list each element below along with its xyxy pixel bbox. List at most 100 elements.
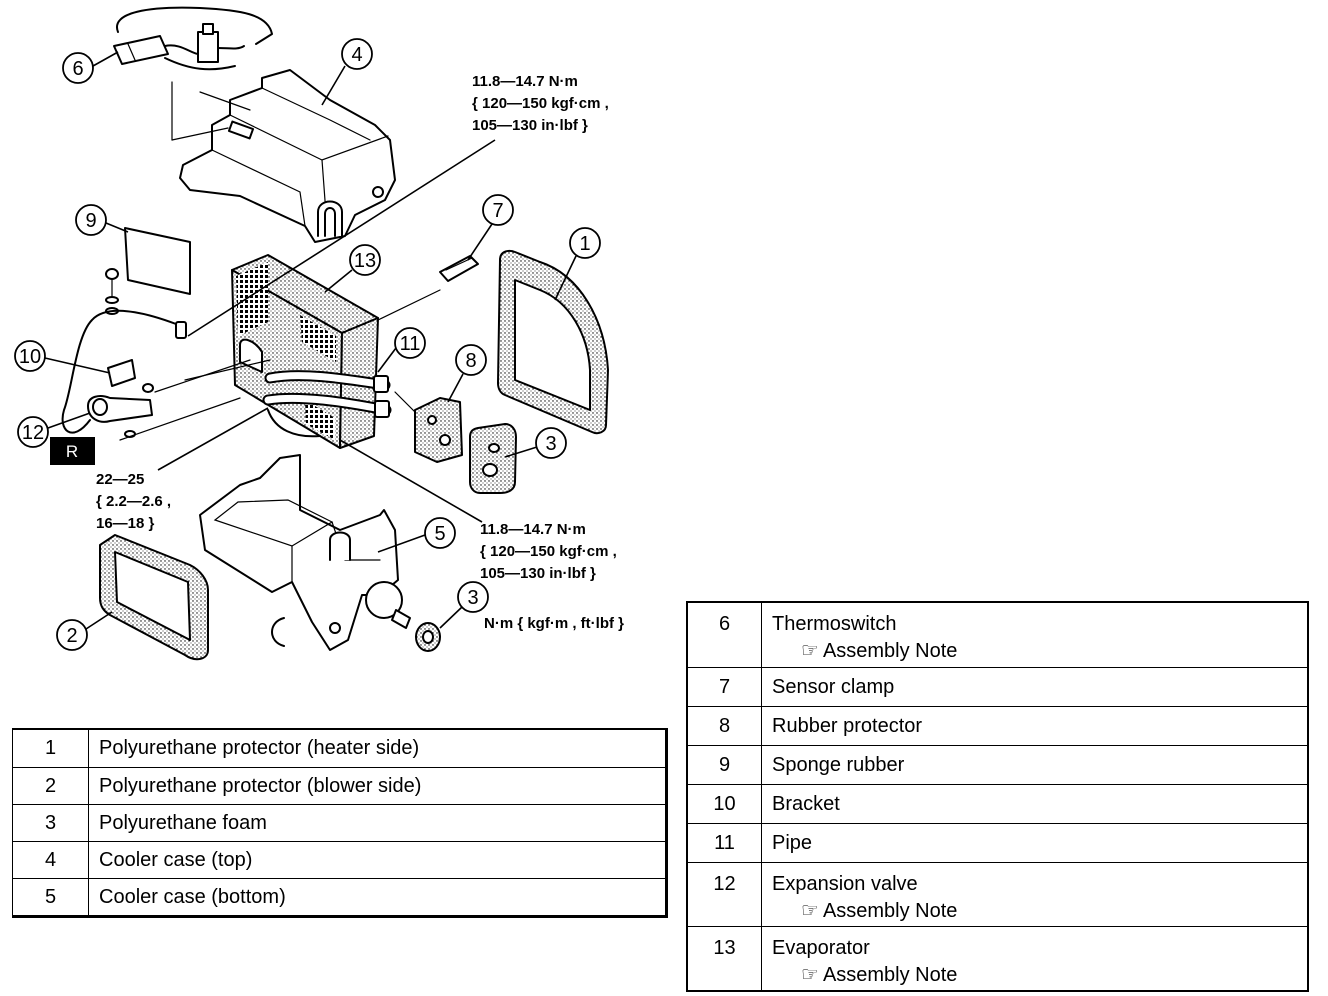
table-row: 12 Expansion valve Assembly Note — [688, 862, 1307, 926]
callout-number: 7 — [492, 200, 503, 222]
cooler-case-bottom-part — [199, 454, 399, 651]
callout-number: 5 — [434, 523, 445, 545]
spec-line: 11.8—14.7 N·m — [472, 73, 578, 90]
part-name: Pipe — [772, 832, 813, 854]
callout-circle — [75, 204, 107, 236]
callout-7: 7 — [482, 194, 514, 226]
spec-line: 22—25 — [96, 471, 144, 488]
callout-circle — [535, 427, 567, 459]
callout-circle — [56, 619, 88, 651]
pointing-hand-icon — [801, 900, 823, 922]
clip-part — [271, 617, 285, 647]
part-number: 10 — [688, 785, 762, 823]
callout-3-lower: 3 — [457, 581, 489, 613]
callout-number: 3 — [545, 433, 556, 455]
callout-number: 6 — [72, 58, 83, 80]
part-name: Expansion valve — [772, 873, 918, 895]
spec-line: { 2.2—2.6 , — [96, 493, 171, 510]
spec-line: 105—130 in·lbf } — [480, 565, 596, 582]
protector-heater-side-part — [497, 250, 609, 435]
callout-circle — [349, 244, 381, 276]
callout-2: 2 — [56, 619, 88, 651]
bracket-part — [107, 359, 136, 387]
part-cell: Evaporator Assembly Note — [762, 927, 1307, 990]
callout-number: 9 — [85, 210, 96, 232]
callout-circle — [424, 517, 456, 549]
callout-4: 4 — [341, 38, 373, 70]
blower-adapter-part — [365, 581, 411, 629]
part-name: Cooler case (bottom) — [99, 886, 286, 908]
callout-circle — [455, 344, 487, 376]
spec-line: 11.8—14.7 N·m — [480, 521, 586, 538]
callout-circle — [569, 227, 601, 259]
badge-label: R — [66, 442, 78, 461]
part-number: 2 — [13, 768, 89, 804]
assembly-note-link: Assembly Note — [772, 961, 1307, 988]
callout-3-upper: 3 — [535, 427, 567, 459]
evaporator-part — [231, 254, 379, 449]
callout-13: 13 — [349, 244, 381, 276]
spec-line: 16—18 } — [96, 515, 155, 532]
thermoswitch-part — [113, 6, 273, 71]
callout-number: 10 — [19, 346, 41, 368]
callout-number: 13 — [354, 250, 376, 272]
callout-number: 3 — [467, 587, 478, 609]
unit-legend: N·m { kgf·m , ft·lbf } — [484, 615, 624, 632]
callout-5: 5 — [424, 517, 456, 549]
callout-12: 12 — [17, 416, 49, 448]
torque-spec-top: 11.8—14.7 N·m { 120—150 kgf·cm , 105—130… — [472, 73, 609, 134]
part-name: Rubber protector — [772, 715, 923, 737]
callout-circle — [482, 194, 514, 226]
protector-blower-side-part — [99, 534, 209, 661]
replace-badge: R — [50, 437, 95, 465]
pipe-part — [262, 370, 392, 438]
callout-circle — [62, 52, 94, 84]
part-number: 1 — [13, 730, 89, 767]
callout-number: 8 — [465, 350, 476, 372]
part-number: 9 — [688, 746, 762, 784]
part-cell: Thermoswitch Assembly Note — [762, 603, 1307, 667]
callout-10: 10 — [14, 340, 46, 372]
callout-circle — [341, 38, 373, 70]
callout-circle — [14, 340, 46, 372]
rubber-protector-part — [414, 397, 463, 463]
pointing-hand-icon — [801, 964, 823, 986]
part-number: 6 — [688, 603, 762, 667]
spec-line: { 120—150 kgf·cm , — [472, 95, 609, 112]
sensor-clamp-part — [439, 255, 479, 282]
spec-line: 105—130 in·lbf } — [472, 117, 588, 134]
badge-box — [50, 437, 95, 465]
table-row: 13 Evaporator Assembly Note — [688, 926, 1307, 990]
part-number: 3 — [13, 805, 89, 841]
callout-1: 1 — [569, 227, 601, 259]
callout-11: 11 — [394, 327, 426, 359]
part-name: Cooler case (top) — [99, 849, 253, 871]
callout-circle — [457, 581, 489, 613]
callout-number: 4 — [351, 44, 362, 66]
callout-circle — [394, 327, 426, 359]
table-row: 6 Thermoswitch Assembly Note — [688, 603, 1307, 667]
part-cell: Expansion valve Assembly Note — [762, 863, 1307, 926]
cooler-case-top-part — [171, 69, 396, 243]
callout-circle — [17, 416, 49, 448]
part-name: Sensor clamp — [772, 676, 895, 698]
note-label: Assembly Note — [822, 900, 958, 922]
callout-9: 9 — [75, 204, 107, 236]
note-label: Assembly Note — [822, 964, 958, 986]
exploded-view-diagram: 6 4 9 7 1 13 10 11 8 12 3 5 3 2 R 11.8—1… — [14, 6, 624, 661]
callout-number: 12 — [22, 422, 44, 444]
part-number: 12 — [688, 863, 762, 926]
callout-number: 1 — [579, 233, 590, 255]
part-name: Polyurethane protector (blower side) — [99, 775, 422, 797]
torque-spec-middle: 11.8—14.7 N·m { 120—150 kgf·cm , 105—130… — [480, 521, 617, 582]
spec-line: { 120—150 kgf·cm , — [480, 543, 617, 560]
part-name: Thermoswitch — [772, 613, 897, 635]
